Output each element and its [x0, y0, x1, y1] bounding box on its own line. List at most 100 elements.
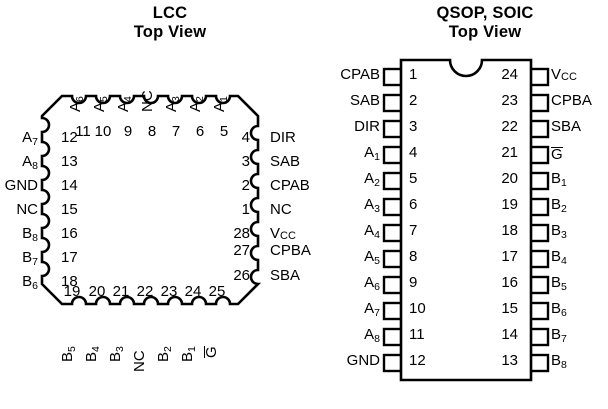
lcc-bottom-label-2-sub: 3: [114, 346, 126, 352]
lcc-bottom-pinnum-1: 20: [88, 283, 106, 300]
qsop-left-label-5-sub: 3: [374, 203, 380, 215]
lcc-right-pinnum-6: 26: [233, 267, 250, 284]
qsop-right-pinnum-2: 22: [501, 118, 518, 135]
qsop-right-pinnum-0: 24: [501, 66, 518, 83]
lcc-left-label-1: A8: [0, 154, 38, 172]
qsop-left-label-4-sub: 2: [374, 177, 380, 189]
qsop-left-label-1: SAB: [318, 93, 380, 110]
lcc-bottom-label-3: NC: [131, 350, 149, 372]
qsop-right-label-9-sub: 6: [561, 307, 567, 319]
qsop-right-label-1-text: CPBA: [551, 92, 592, 109]
lcc-top-label-0: A6: [67, 96, 86, 112]
lcc-left-label-2: GND: [0, 178, 38, 195]
qsop-left-label-3-sub: 1: [374, 151, 380, 163]
qsop-right-label-2: SBA: [551, 119, 581, 136]
lcc-left-label-5-text: B: [22, 249, 33, 266]
qsop-right-label-6-text: B: [551, 222, 562, 239]
qsop-left-label-8-text: A: [364, 274, 375, 291]
lcc-right-label-1: SAB: [270, 154, 300, 171]
lcc-left-label-4-text: B: [22, 225, 33, 242]
lcc-top-label-6-sub: 1: [218, 96, 230, 102]
lcc-bottom-pinnum-0: 19: [63, 283, 81, 300]
qsop-left-pinnum-2: 3: [409, 118, 418, 135]
lcc-left-label-6-sub: 6: [32, 280, 38, 292]
lcc-top-pinnum-0: 11: [75, 123, 91, 140]
lcc-left-label-3-text: NC: [16, 201, 38, 218]
qsop-left-label-6-text: A: [364, 222, 375, 239]
lcc-right-pinnum-3: 1: [241, 201, 250, 218]
qsop-left-label-5: A3: [318, 196, 380, 215]
qsop-left-label-7-sub: 5: [374, 255, 380, 267]
qsop-left-label-3-text: A: [364, 144, 375, 161]
lcc-top-label-2: A4: [115, 96, 134, 112]
qsop-left-label-4-text: A: [364, 170, 375, 187]
qsop-left-label-7: A5: [318, 248, 380, 267]
qsop-left-label-8-sub: 6: [374, 281, 380, 293]
qsop-left-pinnum-10: 11: [409, 326, 425, 343]
lcc-right-pinnum-2: 2: [241, 177, 250, 194]
lcc-bottom-label-1: B4: [83, 346, 102, 362]
lcc-left-pinnum-3: 15: [61, 201, 78, 218]
lcc-left-pinnum-4: 16: [61, 225, 78, 242]
lcc-bottom-label-3-text: NC: [131, 350, 148, 372]
lcc-right-pinnum-5: 27: [233, 242, 250, 259]
qsop-left-label-10-sub: 8: [374, 333, 380, 345]
qsop-right-label-4-sub: 1: [561, 177, 567, 189]
lcc-top-pinnum-1: 10: [94, 123, 112, 140]
qsop-right-pinnum-7: 17: [501, 248, 518, 265]
qsop-left-label-5-text: A: [364, 196, 375, 213]
lcc-top-label-6: A1: [211, 96, 230, 112]
qsop-right-label-5-sub: 2: [561, 203, 567, 215]
qsop-left-label-4: A2: [318, 170, 380, 189]
lcc-title-line1: LCC: [152, 4, 188, 22]
lcc-right-label-2-text: CPAB: [270, 177, 310, 194]
qsop-right-pinnum-4: 20: [501, 170, 518, 187]
qsop-left-pinnum-8: 9: [409, 274, 418, 291]
lcc-bottom-label-5: B1: [179, 346, 198, 362]
lcc-bottom-label-6-text: G: [203, 346, 220, 358]
lcc-right-pinnum-4: 28: [233, 225, 250, 242]
qsop-right-label-10-sub: 7: [561, 333, 567, 345]
lcc-left-label-4: B8: [0, 225, 38, 244]
lcc-left-label-4-sub: 8: [32, 232, 38, 244]
qsop-right-label-8-text: B: [551, 274, 562, 291]
lcc-top-pinnum-6: 5: [219, 123, 229, 140]
lcc-top-label-4: A3: [163, 96, 182, 112]
lcc-bottom-label-0: B5: [59, 346, 78, 362]
qsop-right-label-11-text: B: [551, 352, 562, 369]
qsop-right-pinnum-10: 14: [501, 326, 518, 343]
qsop-right-label-8: B5: [551, 274, 567, 293]
qsop-title-line2: Top View: [448, 23, 522, 41]
lcc-bottom-label-4: B2: [155, 346, 174, 362]
lcc-right-pinnum-1: 3: [241, 153, 250, 170]
qsop-right-label-4-text: B: [551, 170, 562, 187]
lcc-top-label-0-text: A: [67, 101, 84, 112]
lcc-top-label-5-text: A: [187, 101, 204, 112]
qsop-left-label-9-text: A: [364, 300, 375, 317]
qsop-left-pinnum-6: 7: [409, 222, 418, 239]
qsop-left-pinnum-1: 2: [409, 92, 418, 109]
qsop-right-label-7: B4: [551, 249, 567, 267]
lcc-left-label-0: A7: [0, 130, 38, 148]
qsop-left-pinnum-3: 4: [409, 144, 418, 161]
qsop-left-label-1-text: SAB: [349, 92, 380, 109]
qsop-left-label-11-text: GND: [346, 352, 380, 369]
lcc-top-label-4-sub: 3: [170, 96, 182, 102]
lcc-right-label-4-sub: CC: [280, 230, 296, 242]
qsop-left-pinnum-7: 8: [409, 248, 418, 265]
qsop-right-label-3: G: [551, 147, 563, 162]
lcc-right-pinnum-0: 4: [241, 129, 250, 146]
lcc-right-label-3: NC: [270, 202, 292, 219]
qsop-right-label-0-sub: CC: [561, 71, 577, 83]
qsop-left-label-7-text: A: [364, 248, 375, 265]
qsop-right-label-8-sub: 5: [561, 281, 567, 293]
qsop-left-label-6: A4: [318, 222, 380, 241]
lcc-bottom-pinnum-4: 23: [160, 283, 178, 300]
qsop-title-line1: QSOP, SOIC: [436, 4, 534, 22]
qsop-left-label-2: DIR: [318, 119, 380, 136]
lcc-bottom-label-0-sub: 5: [66, 346, 78, 352]
lcc-left-pinnum-5: 17: [61, 249, 78, 266]
lcc-bottom-label-5-sub: 1: [186, 346, 198, 352]
lcc-top-pinnum-3: 8: [147, 123, 157, 140]
lcc-right-label-2: CPAB: [270, 178, 310, 195]
